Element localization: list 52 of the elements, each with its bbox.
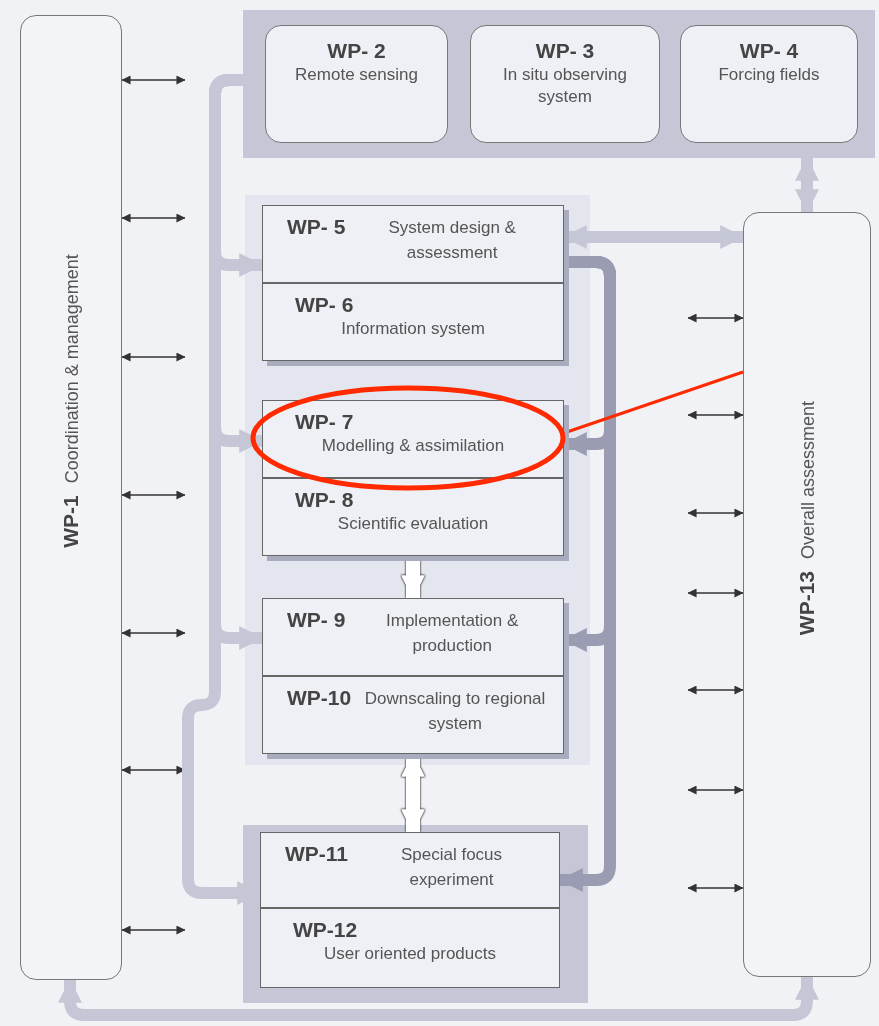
- flow-arrow: [795, 156, 819, 214]
- work-package-title: Implementation & production: [385, 610, 520, 657]
- work-package-number: WP-12: [292, 917, 358, 943]
- group-panel: [243, 825, 588, 1003]
- double-arrow: [687, 883, 744, 893]
- work-package-number: WP- 6: [294, 292, 354, 318]
- work-package-number: WP-11: [284, 841, 349, 867]
- double-arrow: [121, 75, 186, 85]
- work-package-title: Downscaling to regional system: [363, 688, 547, 735]
- work-package-title: Coordination & management: [61, 254, 84, 484]
- work-package-title: Special focus experiment: [399, 844, 504, 891]
- work-package-number: WP-13: [794, 571, 820, 636]
- double-arrow: [121, 925, 186, 935]
- work-package-title: Overall assessment: [797, 401, 820, 560]
- group-panel: [243, 10, 875, 158]
- work-package-box: [743, 212, 871, 977]
- work-package-title: User oriented products: [324, 943, 496, 965]
- double-arrow: [121, 213, 186, 223]
- double-arrow: [687, 685, 744, 695]
- double-arrow: [121, 352, 186, 362]
- work-package-number: WP- 9: [286, 607, 346, 633]
- work-package-box: [20, 15, 122, 980]
- flow-arrow: [558, 256, 616, 892]
- work-package-box: [680, 25, 858, 143]
- work-package-number: WP- 7: [294, 409, 354, 435]
- double-arrow: [687, 588, 744, 598]
- work-package-title: Remote sensing: [295, 64, 418, 86]
- work-package-number: WP- 2: [327, 38, 386, 64]
- work-package-title: Scientific evaluation: [337, 513, 489, 535]
- double-arrow: [687, 410, 744, 420]
- double-arrow: [121, 490, 186, 500]
- double-arrow: [687, 785, 744, 795]
- double-arrow: [687, 508, 744, 518]
- work-package-number: WP- 5: [286, 214, 346, 240]
- work-package-number: WP- 3: [535, 38, 595, 64]
- flow-arrow: [58, 975, 819, 1021]
- work-package-number: WP- 4: [739, 38, 799, 64]
- work-package-box: [260, 832, 560, 908]
- double-arrow: [121, 628, 186, 638]
- work-package-title: Information system: [341, 318, 485, 340]
- work-package-title: In situ observing system: [502, 64, 628, 107]
- work-package-title: Modelling & assimilation: [321, 435, 505, 457]
- double-arrow: [687, 313, 744, 323]
- work-package-box: [470, 25, 660, 143]
- work-package-title: Forcing fields: [718, 64, 820, 86]
- work-package-number: WP-10: [286, 685, 352, 711]
- work-package-box: [260, 908, 560, 988]
- group-panel: [245, 195, 590, 765]
- work-package-box: [265, 25, 448, 143]
- work-package-title: System design & assessment: [387, 217, 517, 264]
- work-package-number: WP-1: [58, 495, 84, 548]
- work-package-number: WP- 8: [294, 487, 354, 513]
